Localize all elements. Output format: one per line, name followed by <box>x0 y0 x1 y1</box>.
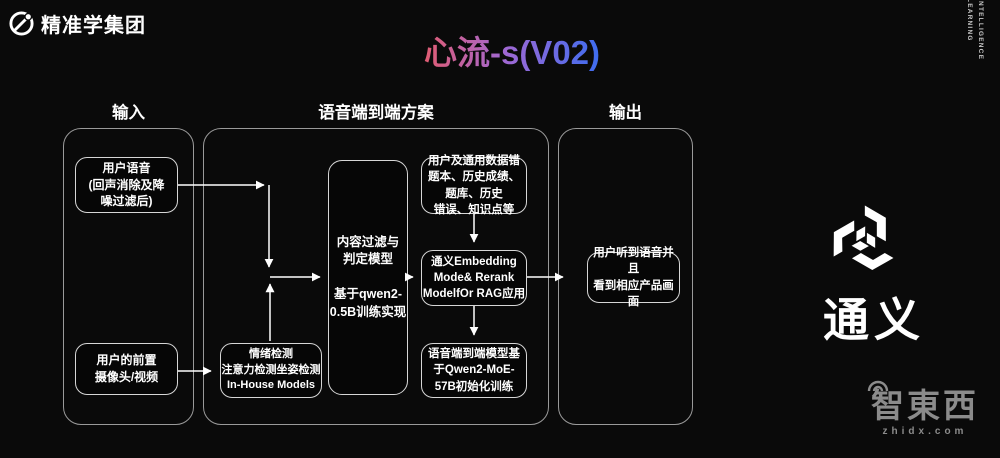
side-label-line1: INTELLIGENCE <box>977 0 985 61</box>
page-title: 心流-s(V02) <box>424 26 600 74</box>
intelligence-learning-label: INTELLIGENCE LEARNING <box>964 0 986 70</box>
wifi-arc-icon <box>867 380 889 392</box>
tongyi-knot-icon <box>824 203 897 279</box>
node-emotion-detection: 情绪检测 注意力检测坐姿检测 In-House Models <box>220 343 322 398</box>
node-user-camera: 用户的前置 摄像头/视频 <box>75 343 178 395</box>
watermark-en: zhidx.com <box>882 426 968 438</box>
side-label-line2: LEARNING <box>966 0 973 42</box>
solution-section-header: 语音端到端方案 <box>318 104 434 122</box>
watermark-cn: 智東西 <box>871 387 979 424</box>
node-user-voice: 用户语音 (回声消除及降 噪过滤后) <box>75 157 178 213</box>
input-panel <box>63 128 194 425</box>
node-user-data: 用户及通用数据错 题本、历史成绩、 题库、历史 错误、知识点等 <box>421 155 527 216</box>
node-output-result: 用户听到语音并且 看到相应产品画面 <box>587 247 680 308</box>
input-section-header: 输入 <box>112 104 145 122</box>
node-speech-e2e-model: 语音端到端模型基 于Qwen2-MoE- 57B初始化训练 <box>421 343 527 398</box>
brand-logo: 精准学集团 <box>8 9 146 38</box>
tongyi-label: 通义 <box>823 294 925 346</box>
output-section-header: 输出 <box>609 104 642 122</box>
zhidx-watermark: 智東西 zhidx.com <box>857 380 993 438</box>
target-compass-icon <box>9 11 34 36</box>
brand-name: 精准学集团 <box>41 15 146 37</box>
node-embedding-rerank-rag: 通义Embedding Mode& Rerank ModelfOr RAG应用 <box>421 250 527 306</box>
node-content-filter-model: 内容过滤与 判定模型 基于qwen2- 0.5B训练实现 <box>328 160 408 395</box>
